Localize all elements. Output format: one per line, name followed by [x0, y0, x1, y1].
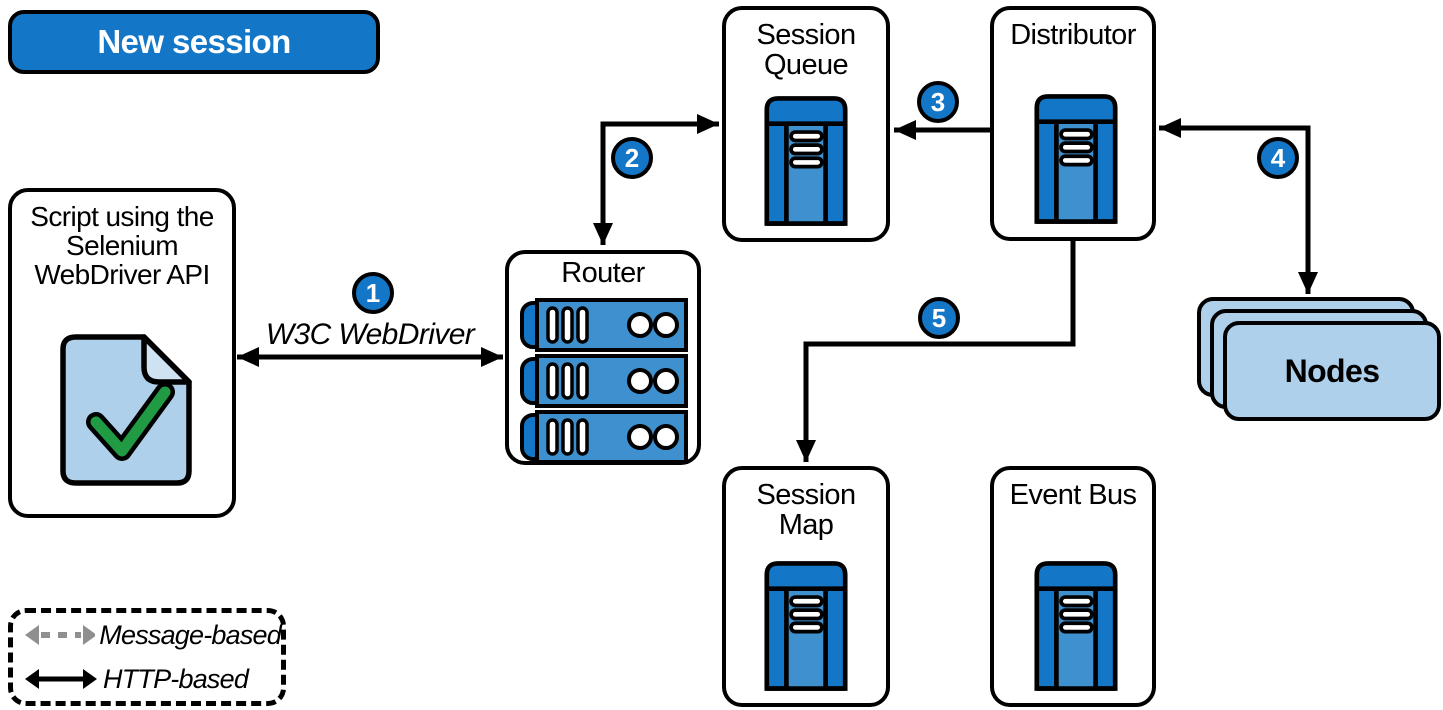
step-badge-5: 5: [918, 297, 960, 339]
document-check-icon: [60, 334, 192, 486]
legend-message-label: Message-based: [99, 619, 282, 650]
session-queue-box: Session Queue: [722, 6, 890, 242]
nodes-distributor-arrow: [1159, 118, 1318, 294]
step-badge-5-number: 5: [931, 302, 947, 333]
legend-row-http: HTTP-based: [23, 658, 281, 700]
server-tower-icon: [764, 559, 848, 693]
distributor-title: Distributor: [1010, 19, 1136, 51]
distributor-sessionmap-arrow: [796, 240, 1076, 462]
dashed-double-arrow-icon: [25, 625, 96, 645]
server-rack-unit-icon: [520, 354, 688, 408]
step-badge-2-number: 2: [624, 142, 640, 173]
step-badge-1-number: 1: [365, 277, 381, 308]
server-tower-icon: [1034, 92, 1118, 226]
legend-box: Message-based HTTP-based: [8, 608, 286, 706]
server-rack-unit-icon: [520, 410, 688, 464]
router-box: Router: [505, 250, 701, 465]
script-box: Script using the Selenium WebDriver API: [8, 188, 236, 518]
legend-http-label: HTTP-based: [103, 663, 249, 694]
server-tower-icon: [764, 94, 848, 228]
session-map-box: Session Map: [722, 466, 890, 707]
step-badge-4: 4: [1257, 137, 1299, 179]
legend-row-message: Message-based: [23, 614, 282, 656]
new-session-banner: New session: [8, 10, 380, 74]
new-session-label: New session: [97, 23, 291, 60]
event-bus-title: Event Bus: [1009, 479, 1137, 511]
session-map-title: Session Map: [756, 479, 857, 542]
distributor-box: Distributor: [990, 6, 1156, 241]
step-badge-3-number: 3: [930, 86, 946, 117]
router-sessionqueue-arrow: [593, 114, 719, 245]
script-box-title: Script using the Selenium WebDriver API: [30, 201, 214, 291]
server-rack-icon: [520, 298, 688, 466]
step-badge-2: 2: [611, 137, 653, 179]
w3c-webdriver-label: W3C WebDriver: [265, 318, 475, 351]
nodes-label: Nodes: [1284, 352, 1380, 389]
step-badge-3: 3: [917, 81, 959, 123]
event-bus-box: Event Bus: [990, 466, 1156, 707]
nodes-card-front: Nodes: [1223, 321, 1441, 421]
solid-double-arrow-icon: [25, 669, 97, 689]
step-badge-4-number: 4: [1270, 142, 1286, 173]
step-badge-1: 1: [352, 272, 394, 314]
server-tower-icon: [1034, 559, 1118, 693]
server-rack-unit-icon: [520, 298, 688, 352]
session-queue-title: Session Queue: [756, 19, 857, 82]
router-box-title: Router: [561, 257, 645, 289]
